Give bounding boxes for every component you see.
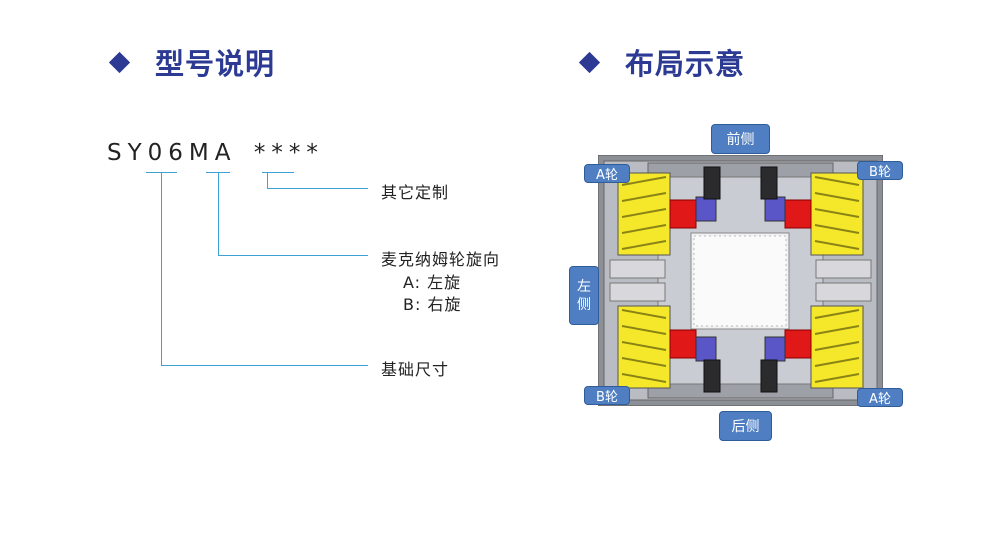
leader-base-h xyxy=(161,365,368,366)
mecanum-wheel-bottom-right xyxy=(810,305,864,389)
tag-wheel-top-right: B轮 xyxy=(857,161,903,180)
leader-base-v xyxy=(161,172,162,366)
mecanum-wheel-bottom-left xyxy=(617,305,671,389)
motor-top-right xyxy=(760,166,812,229)
tag-front: 前侧 xyxy=(711,124,770,154)
tag-left-side-text: 左侧 xyxy=(577,278,591,313)
model-code-base: SY06MA xyxy=(107,140,237,166)
model-code: SY06MA **** xyxy=(107,140,324,166)
underline-other xyxy=(262,172,294,173)
tag-wheel-top-left: A轮 xyxy=(584,164,630,183)
tag-rear: 后侧 xyxy=(719,411,772,441)
mecanum-wheel-top-left xyxy=(617,172,671,256)
motor-top-left xyxy=(669,166,721,229)
heading-title: 型号说明 xyxy=(155,47,276,81)
motor-bottom-right xyxy=(760,329,812,393)
leader-other-h xyxy=(267,188,368,189)
label-option-a: A: 左旋 xyxy=(403,273,462,292)
leader-other-v xyxy=(267,172,268,189)
leader-wheel-v xyxy=(218,172,219,256)
model-code-suffix: **** xyxy=(253,140,324,166)
label-option-b: B: 右旋 xyxy=(403,295,462,314)
mecanum-wheel-top-right xyxy=(810,172,864,256)
label-other-custom: 其它定制 xyxy=(381,183,450,202)
heading-title: 布局示意 xyxy=(625,47,746,81)
chassis-diagram xyxy=(598,155,883,406)
section-heading-layout: 布局示意 xyxy=(578,42,746,82)
tag-left-side: 左侧 xyxy=(569,266,599,325)
tag-wheel-bottom-left: B轮 xyxy=(584,386,630,405)
tag-wheel-bottom-right: A轮 xyxy=(857,388,903,407)
label-wheel-direction: 麦克纳姆轮旋向 xyxy=(381,250,501,269)
section-heading-model: 型号说明 xyxy=(108,42,276,82)
motor-bottom-left xyxy=(669,329,721,393)
diamond-icon xyxy=(108,51,131,73)
leader-wheel-h xyxy=(218,255,368,256)
label-base-size: 基础尺寸 xyxy=(381,360,450,379)
diamond-icon xyxy=(578,51,601,73)
